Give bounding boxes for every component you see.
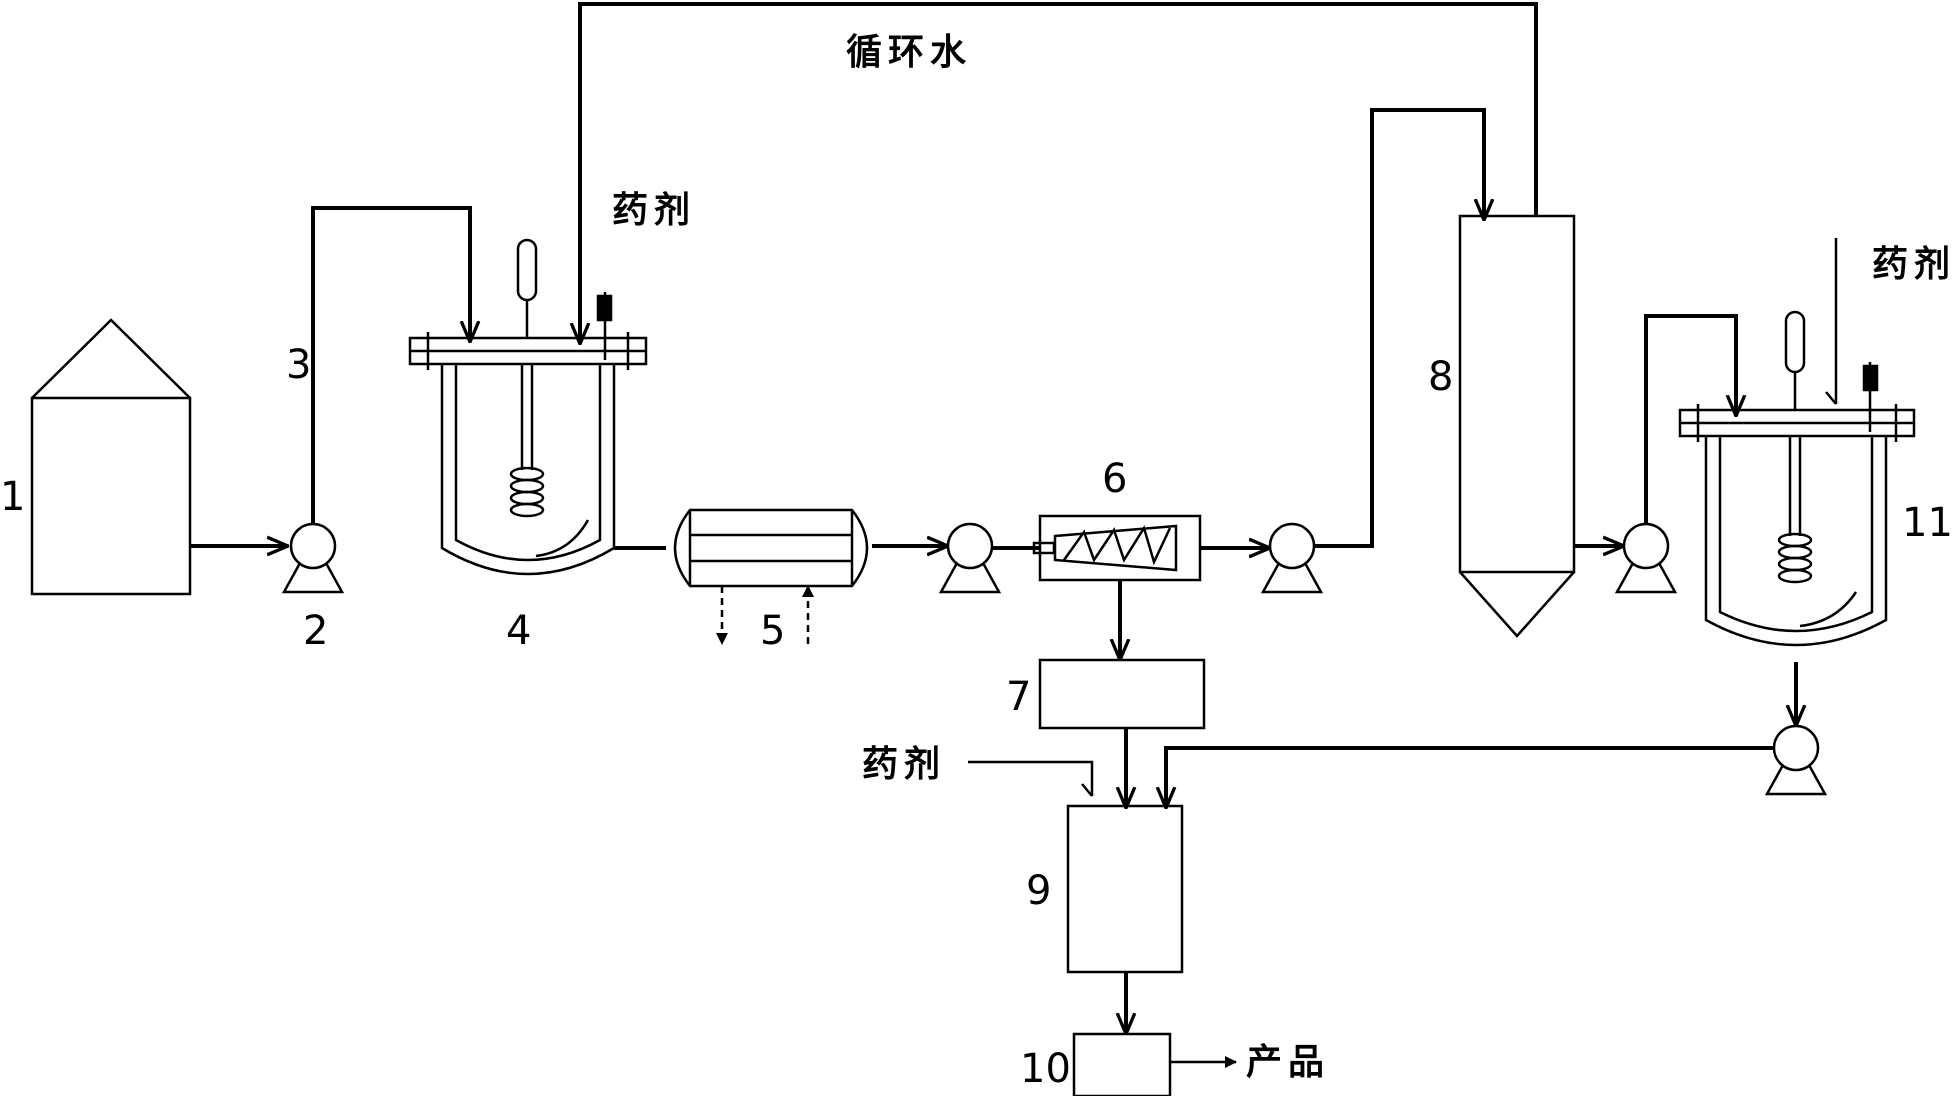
box-7: [1038, 658, 1206, 730]
label-reagent-11: 药剂: [1872, 244, 1956, 285]
label-3: 3: [286, 342, 311, 388]
pipe-3: [311, 206, 470, 524]
label-9: 9: [1026, 868, 1051, 914]
label-reagent-4: 药剂: [612, 190, 696, 231]
label-11: 11: [1902, 500, 1953, 546]
silo-1: [30, 318, 192, 596]
pipe-pump-11: [1644, 314, 1736, 524]
reactor-4: [408, 238, 648, 576]
tower-8: [1458, 214, 1576, 638]
label-7: 7: [1006, 674, 1031, 720]
reactor-11: [1678, 238, 1916, 647]
reagent-line-9: [968, 760, 1094, 797]
pump-a: [938, 522, 1002, 594]
label-1: 1: [0, 474, 25, 520]
label-4: 4: [506, 608, 531, 654]
label-product: 产品: [1246, 1042, 1330, 1083]
pipe-pump-9: [1166, 746, 1774, 808]
pump-d: [1764, 724, 1828, 796]
box-10: [1072, 1032, 1172, 1098]
pipe-pump-8: [1314, 108, 1484, 548]
label-5: 5: [760, 608, 785, 654]
mixer-9: [1066, 804, 1184, 974]
label-10: 10: [1020, 1046, 1071, 1092]
label-8: 8: [1428, 354, 1453, 400]
centrifuge-6: [1032, 514, 1202, 582]
label-reagent-9: 药剂: [862, 744, 946, 785]
pump-c: [1614, 522, 1678, 594]
label-circulating-water: 循环水: [846, 32, 972, 73]
label-2: 2: [303, 608, 328, 654]
circulating-water-line: [580, 2, 1538, 344]
pump-b: [1260, 522, 1324, 594]
heat-exchanger-5: [673, 508, 869, 645]
label-6: 6: [1102, 456, 1127, 502]
pump-2: [281, 522, 345, 594]
